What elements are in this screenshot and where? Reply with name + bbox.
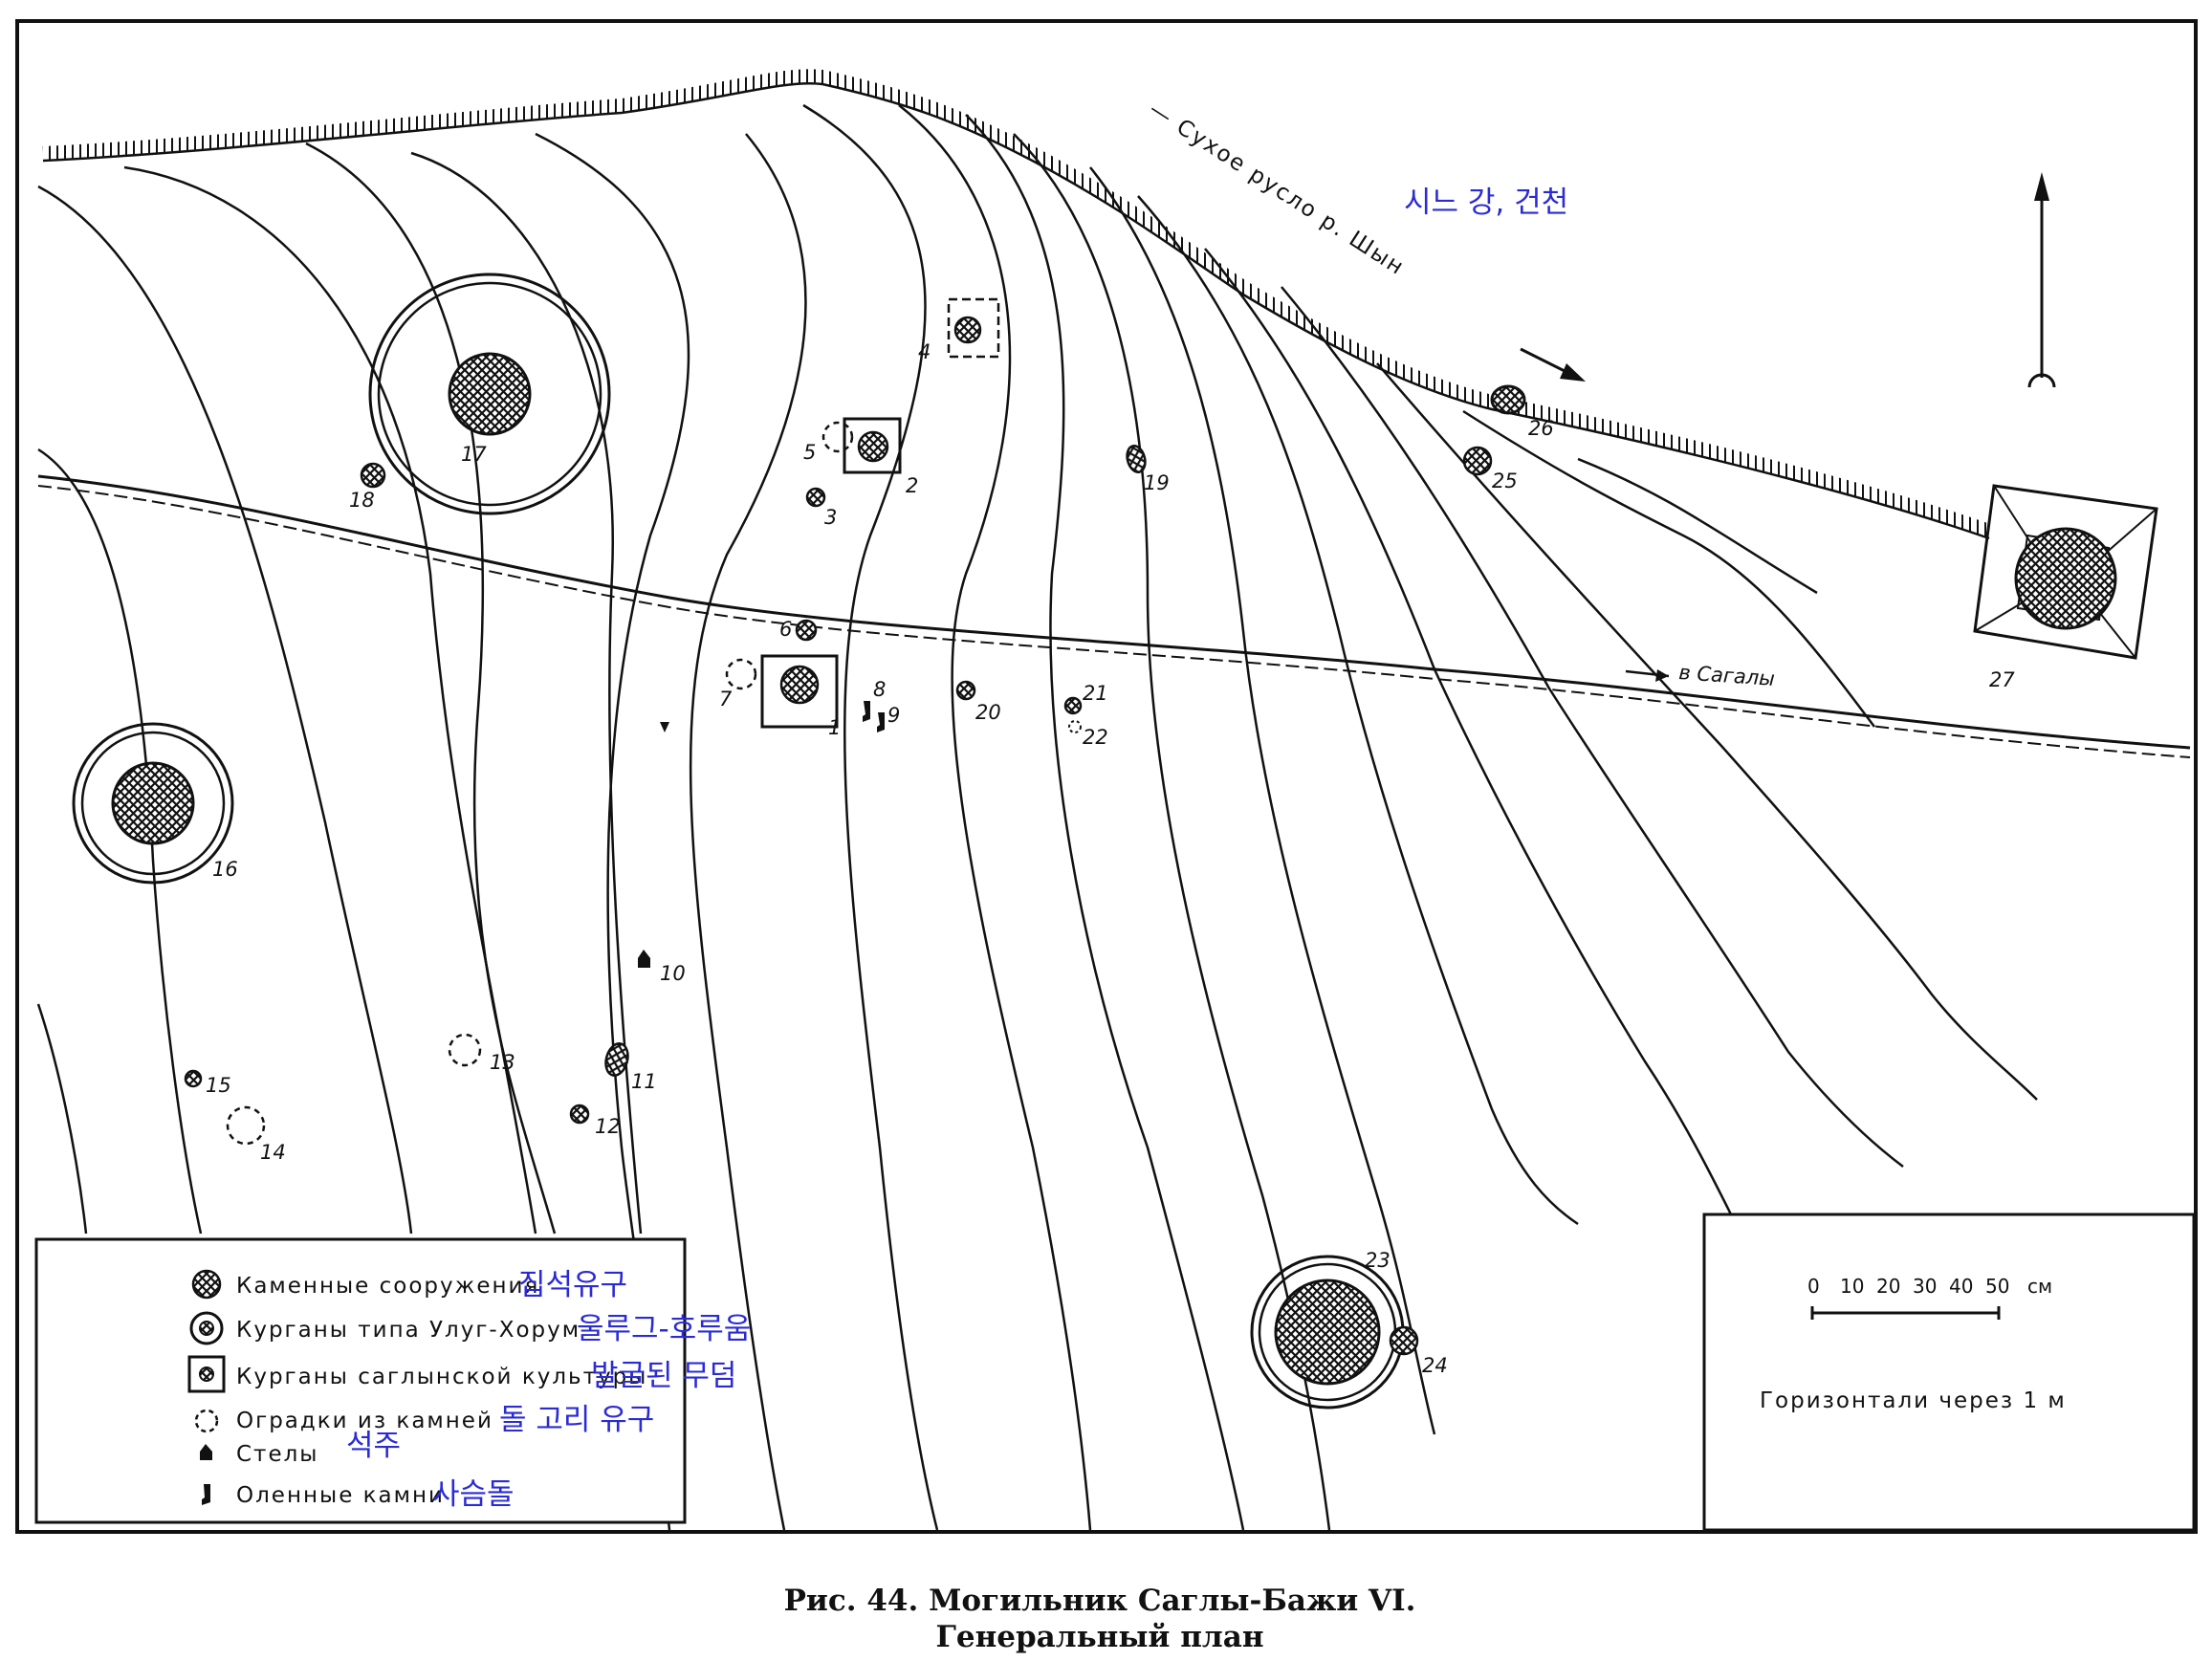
- site-13-stone-fence: [448, 1033, 482, 1067]
- scale-tick-40: 40: [1949, 1275, 1973, 1298]
- site-27-kurgan: [1973, 484, 2158, 660]
- legend-item-4-label: Оградки из камней: [236, 1409, 493, 1433]
- site-22-stone-fence: [1068, 720, 1082, 733]
- site-24-stone-structure: [1389, 1325, 1419, 1356]
- site-8-deer-stone-icon: [863, 701, 870, 722]
- legend-item-5-korean: 석주: [346, 1429, 401, 1463]
- site-18-label: 18: [349, 489, 375, 512]
- site-26-stone-structure: [1490, 384, 1526, 415]
- site-12-label: 12: [595, 1115, 621, 1138]
- road-arrowhead-icon: [1655, 669, 1669, 682]
- site-9-label: 9: [887, 704, 900, 727]
- legend-item-3-label: Курганы саглынской культуры: [236, 1365, 647, 1389]
- legend-item-4-korean: 돌 고리 유구: [499, 1403, 654, 1437]
- site-11-stone-structure: [604, 1042, 629, 1077]
- legend-item-6-label: Оленные камни: [236, 1483, 445, 1508]
- site-4-label: 4: [918, 340, 931, 363]
- road: [37, 474, 2191, 758]
- site-5-label: 5: [803, 441, 816, 464]
- site-12-stone-structure: [569, 1104, 590, 1125]
- legend-item-1-label: Каменные сооружения: [236, 1274, 539, 1299]
- site-14-stone-fence: [226, 1105, 266, 1146]
- legend-item-3-korean: 발굴된 무덤: [591, 1359, 736, 1393]
- road-label: в Сагалы: [1678, 661, 1776, 690]
- site-25-label: 25: [1492, 470, 1518, 492]
- site-3-stone-structure: [805, 487, 826, 508]
- site-1-kurgan: [779, 665, 820, 705]
- river-label-korean: 시느 강, 건천: [1404, 186, 1568, 220]
- site-7-label: 7: [719, 688, 733, 710]
- site-17-label: 17: [461, 443, 487, 466]
- site-21-stone-structure: [1063, 696, 1083, 715]
- site-24-label: 24: [1422, 1354, 1448, 1377]
- site-3-label: 3: [824, 506, 837, 529]
- site-2-kurgan-frame: [843, 417, 902, 474]
- site-17-kurgan: [368, 273, 611, 515]
- site-19-label: 19: [1144, 471, 1170, 494]
- site-16-kurgan: [72, 722, 234, 885]
- contour-interval-note: Горизонтали через 1 м: [1760, 1388, 2067, 1413]
- site-11-label: 11: [631, 1070, 657, 1093]
- site-7-stone-fence: [725, 658, 757, 690]
- site-8-label: 8: [873, 678, 886, 701]
- scale-tick-0: 0: [1807, 1275, 1820, 1298]
- site-5-stone-fence: [821, 421, 854, 453]
- scale-unit: см: [2027, 1275, 2052, 1298]
- scale-box: 0 10 20 30 40 50 см Горизонтали через 1 …: [1702, 1213, 2196, 1532]
- legend-item-2-korean: 울루그-호루움: [577, 1312, 751, 1346]
- figure-caption-line-2: Генеральный план: [935, 1620, 1263, 1654]
- site-25-stone-structure: [1462, 446, 1493, 476]
- legend-item-6-korean: 사슴돌: [432, 1477, 515, 1512]
- map-frame: [15, 19, 2198, 1534]
- river-arrowhead-icon: [1560, 363, 1586, 382]
- site-6-stone-structure: [795, 619, 818, 642]
- site-20-stone-structure: [955, 680, 976, 701]
- site-1-label: 1: [828, 716, 841, 739]
- site-21-label: 21: [1083, 682, 1108, 705]
- scale-tick-50: 50: [1985, 1275, 2009, 1298]
- site-10-label: 10: [660, 962, 686, 985]
- site-19-stone-structure: [1126, 445, 1147, 473]
- contour-lines: [36, 103, 2038, 1531]
- site-23-kurgan: [1250, 1255, 1405, 1410]
- site-23-label: 23: [1365, 1249, 1391, 1272]
- site-2-kurgan: [857, 430, 889, 463]
- legend-stone-structure-icon: [191, 1269, 222, 1300]
- scale-tick-20: 20: [1876, 1275, 1900, 1298]
- site-6-label: 6: [779, 618, 792, 641]
- site-26-label: 26: [1528, 417, 1554, 440]
- site-10-stele-icon: [638, 950, 650, 968]
- dry-riverbed: [42, 69, 1992, 540]
- stele-marker-icon: [660, 722, 669, 732]
- site-2-label: 2: [906, 474, 918, 497]
- site-18-stone-structure: [360, 462, 386, 489]
- site-22-label: 22: [1083, 726, 1108, 749]
- site-1-kurgan-frame: [760, 654, 839, 729]
- legend-saglyn-kurgan-icon: [187, 1355, 226, 1393]
- scale-tick-10: 10: [1840, 1275, 1864, 1298]
- site-16-label: 16: [212, 858, 238, 881]
- site-14-label: 14: [260, 1141, 286, 1164]
- site-9-deer-stone-icon: [877, 712, 885, 732]
- figure-caption-line-1: Рис. 44. Могильник Саглы-Бажи VI.: [784, 1584, 1416, 1618]
- north-arrow-icon: [2027, 172, 2056, 388]
- site-15-label: 15: [206, 1074, 231, 1097]
- legend-ulug-khorum-kurgan-icon: [189, 1311, 224, 1345]
- legend-item-2-label: Курганы типа Улуг-Хорум: [236, 1318, 580, 1343]
- legend-stone-fence-icon: [194, 1409, 219, 1433]
- scale-tick-30: 30: [1913, 1275, 1937, 1298]
- site-15-stone-structure: [184, 1069, 203, 1088]
- site-20-label: 20: [975, 701, 1001, 724]
- site-4-stone-structure: [953, 316, 982, 344]
- legend-item-5-label: Стелы: [236, 1442, 318, 1467]
- site-27-label: 27: [1989, 668, 2015, 691]
- legend-deer-stone-icon: [202, 1484, 210, 1505]
- legend-stele-icon: [200, 1444, 212, 1460]
- site-13-label: 13: [490, 1051, 515, 1074]
- legend-item-1-korean: 집석유구: [518, 1268, 627, 1302]
- legend: Каменные сооружения 집석유구 Курганы типа Ул…: [34, 1237, 751, 1524]
